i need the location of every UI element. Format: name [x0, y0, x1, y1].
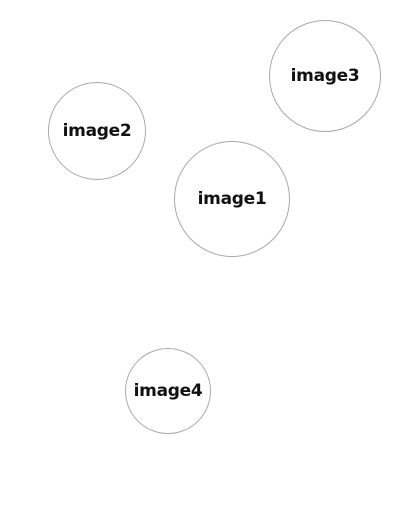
image2-label: image2 [62, 121, 132, 141]
image3-label: image3 [290, 66, 360, 86]
image4-label: image4 [133, 381, 203, 401]
image4-node[interactable]: image4 [125, 348, 211, 434]
image1-node[interactable]: image1 [174, 141, 290, 257]
image2-node[interactable]: image2 [48, 82, 146, 180]
image3-node[interactable]: image3 [269, 20, 381, 132]
image1-label: image1 [197, 189, 267, 209]
